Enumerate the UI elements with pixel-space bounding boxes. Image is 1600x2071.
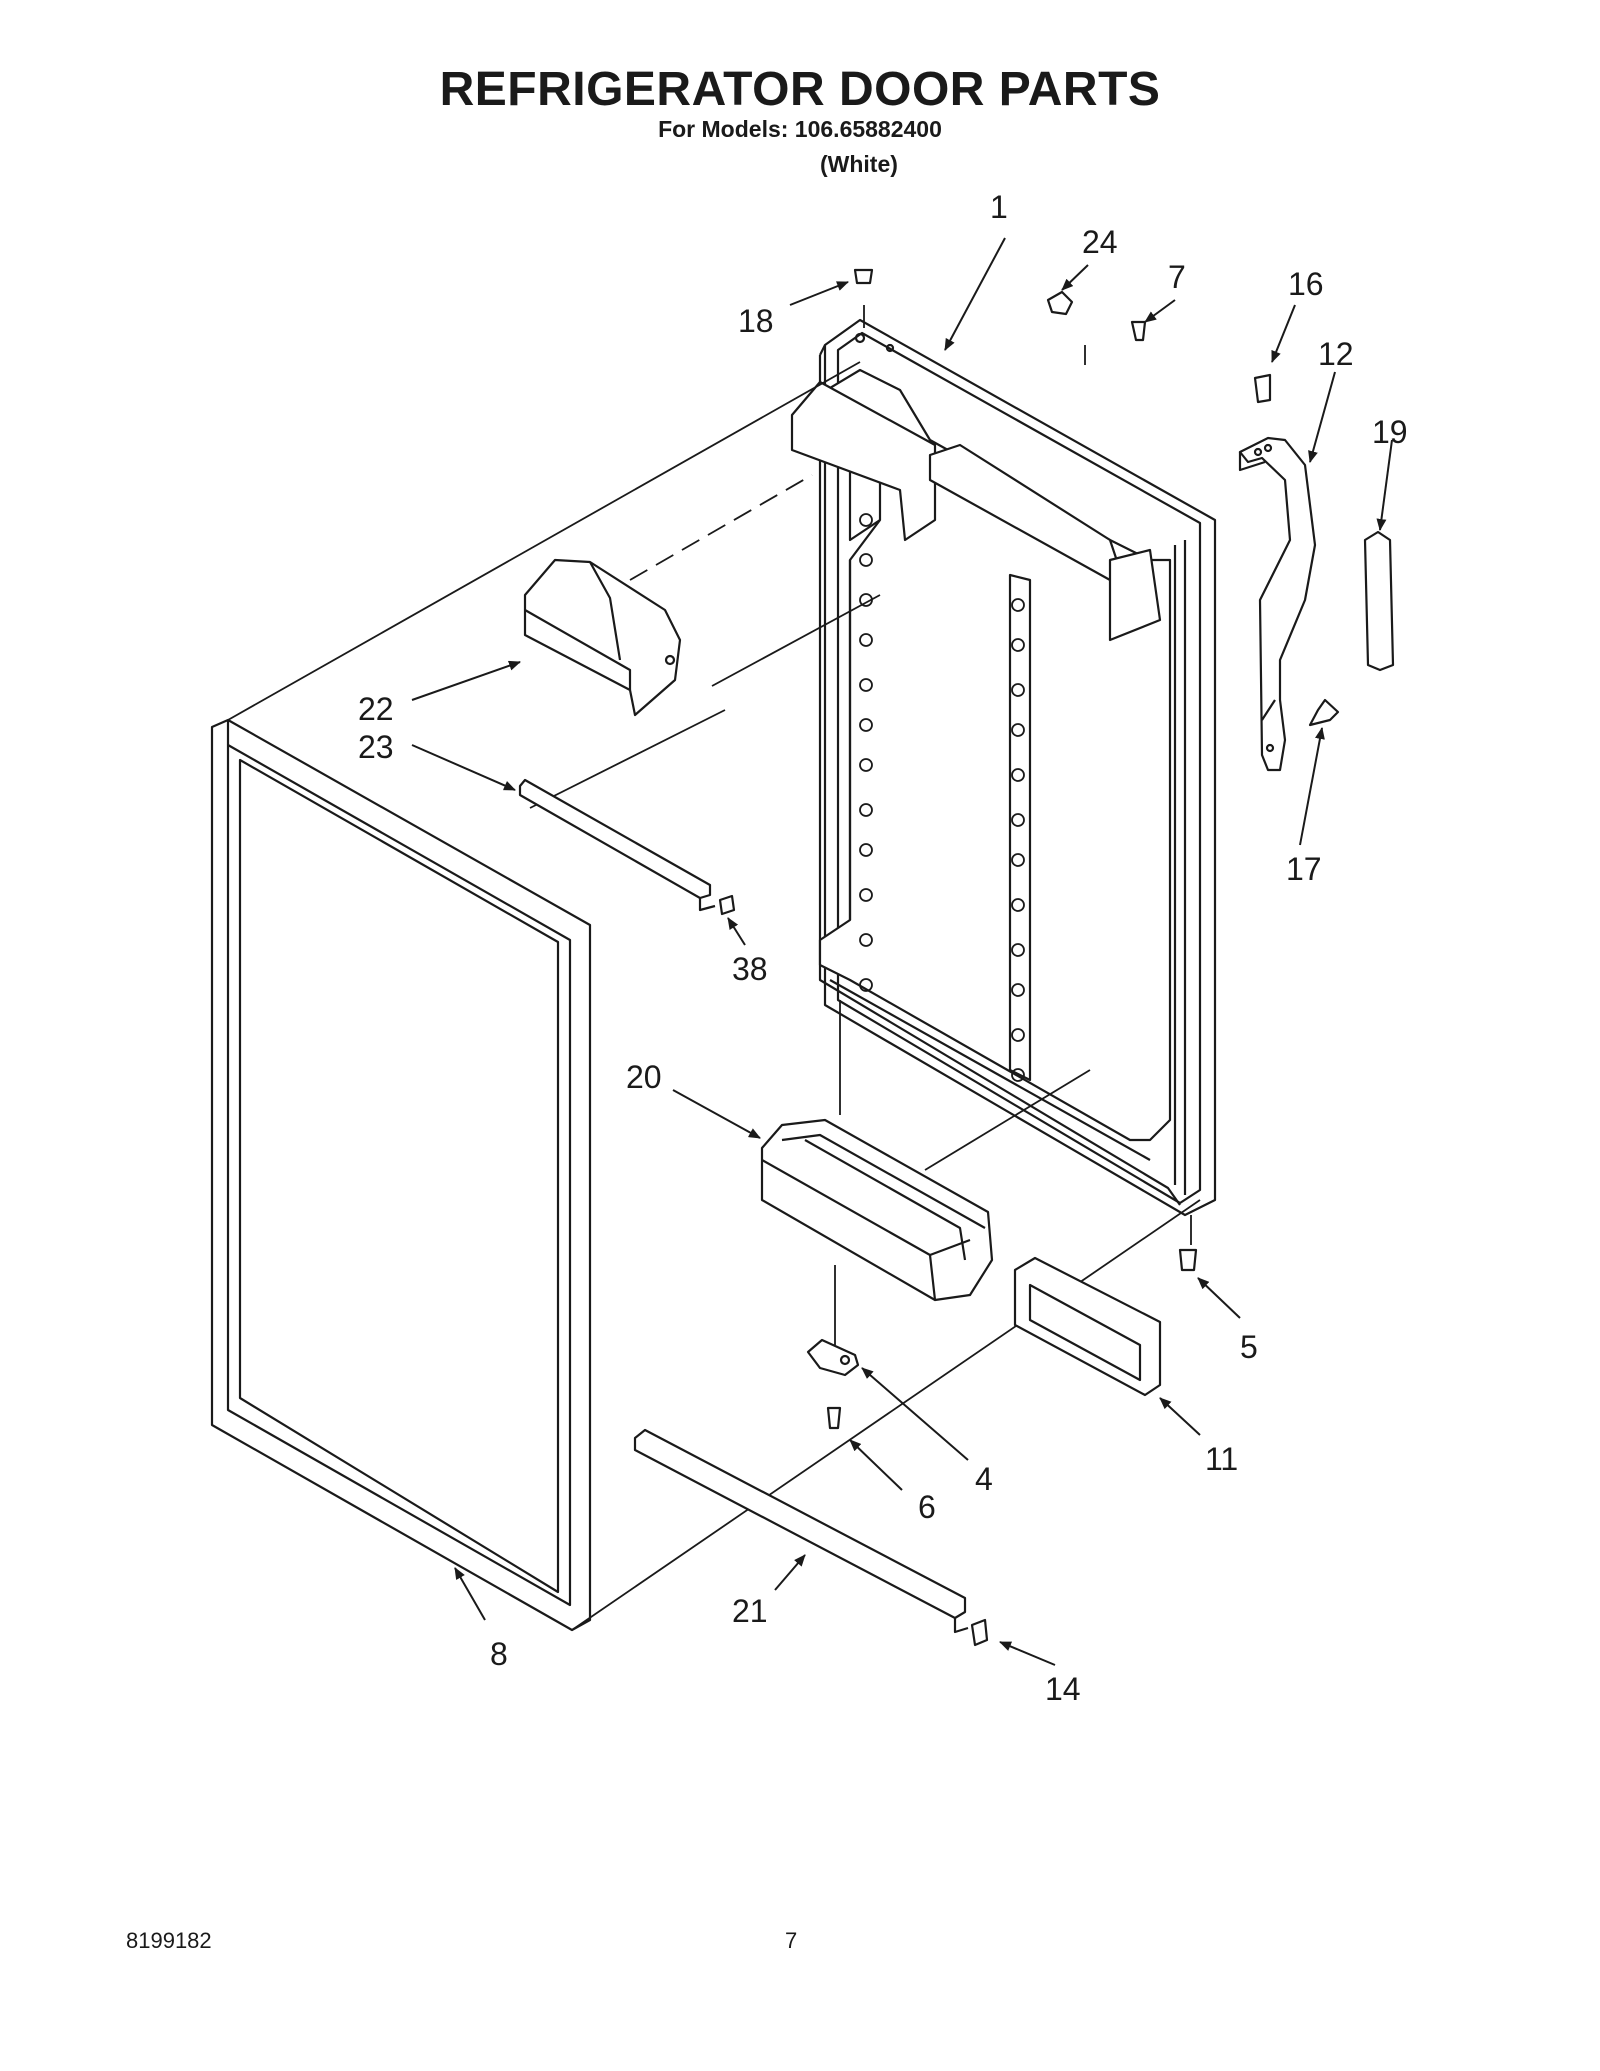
leader-arrows [411,237,1393,1666]
callout-1: 1 [990,189,1008,225]
part-23-trim [518,778,716,912]
part-14-clip [970,1618,989,1647]
callout-18: 18 [738,303,774,339]
callout-21: 21 [732,1593,768,1629]
part-38-clip [718,894,736,916]
part-4-hinge [806,1338,860,1377]
color-variant: (White) [820,151,898,177]
callout-22: 22 [358,691,394,727]
callout-labels: 1 24 7 16 12 19 18 22 23 38 17 20 5 4 11… [358,189,1408,1707]
callout-20: 20 [626,1059,662,1095]
part-12-handle [1238,436,1317,772]
page-number: 7 [785,1928,798,1953]
document-number: 8199182 [126,1928,212,1953]
callout-12: 12 [1318,336,1354,372]
callout-38: 38 [732,951,768,987]
part-19-handle-insert [1363,530,1395,672]
callout-5: 5 [1240,1329,1258,1365]
callout-17: 17 [1286,851,1322,887]
door-liner [790,318,1217,1217]
callout-14: 14 [1045,1671,1081,1707]
callout-4: 4 [975,1461,993,1497]
callout-7: 7 [1168,259,1186,295]
models-line: For Models: 106.65882400 [658,116,942,142]
part-22-cover [523,558,682,717]
callout-16: 16 [1288,266,1324,302]
callout-11: 11 [1205,1441,1238,1477]
page-title: REFRIGERATOR DOOR PARTS [439,63,1161,116]
part-11-panel [1013,1256,1162,1397]
assembly-lines [227,305,1201,1631]
part-21-trim [633,1428,969,1634]
callout-24: 24 [1082,224,1118,260]
screws [826,268,1340,1430]
door-gasket [210,718,592,1632]
part-20-door-bin [760,1118,994,1302]
callout-6: 6 [918,1489,936,1525]
callout-8: 8 [490,1636,508,1672]
callout-19: 19 [1372,414,1408,450]
callout-23: 23 [358,729,394,765]
